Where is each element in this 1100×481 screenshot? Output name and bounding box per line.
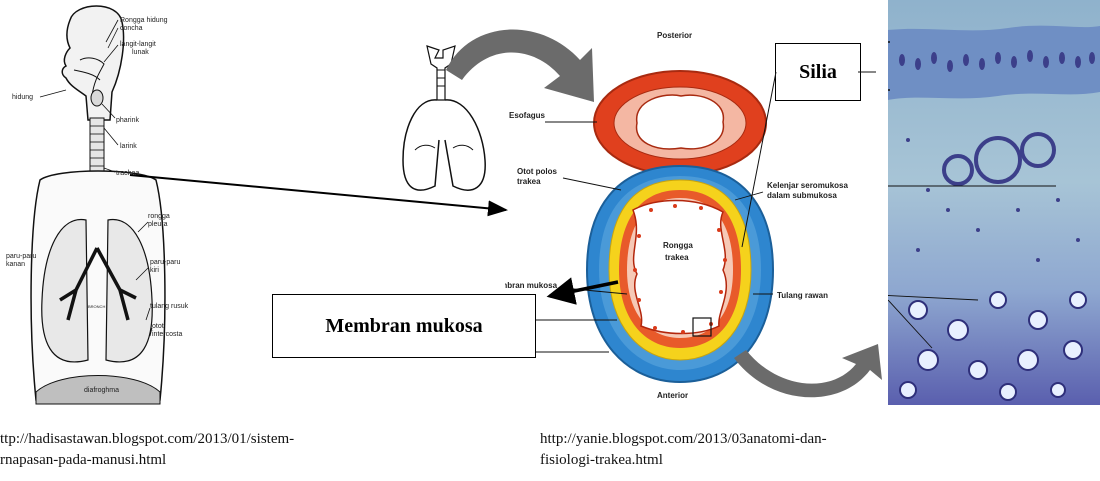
caption-right-line1: http://yanie.blogspot.com/2013/03anatomi…	[540, 429, 970, 450]
caption-left-line1: ttp://hadisastawan.blogspot.com/2013/01/…	[0, 429, 430, 450]
caption-right-line2: fisiologi-trakea.html	[540, 450, 970, 471]
caption-right: http://yanie.blogspot.com/2013/03anatomi…	[540, 429, 970, 471]
caption-left-line2: rnapasan-pada-manusi.html	[0, 450, 430, 471]
caption-left: ttp://hadisastawan.blogspot.com/2013/01/…	[0, 429, 430, 471]
